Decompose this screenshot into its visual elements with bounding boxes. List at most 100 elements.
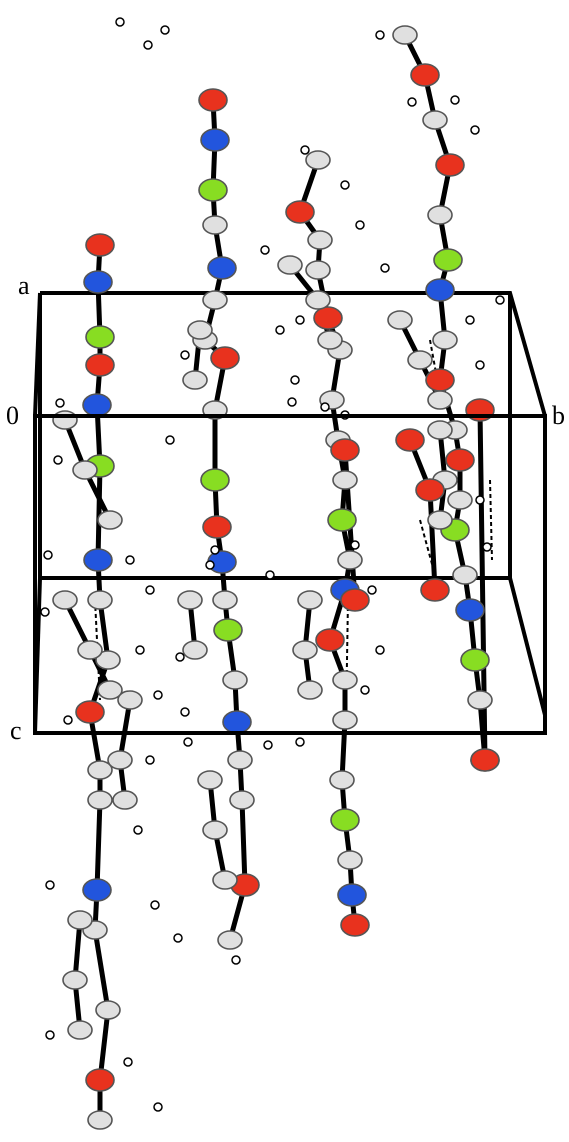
carbon-atom [422,110,448,130]
hydrogen-atom [355,220,365,230]
carbon-atom [87,790,113,810]
oxygen-atom [340,913,370,937]
chlorine-atom [213,618,243,642]
bond [339,717,348,783]
hydrogen-atom [275,325,285,335]
hydrogen-atom [43,550,53,560]
oxygen-atom [420,578,450,602]
carbon-atom [297,680,323,700]
carbon-atom [72,460,98,480]
carbon-atom [305,290,331,310]
hydrogen-atom [165,435,175,445]
hydrogen-atom [380,263,390,273]
oxygen-atom [210,346,240,370]
oxygen-atom [395,428,425,452]
carbon-atom [329,770,355,790]
molecule-layer [40,17,505,1130]
hydrogen-atom [145,755,155,765]
axis-label-c: c [10,716,22,745]
carbon-atom [447,490,473,510]
oxygen-atom [202,515,232,539]
chlorine-atom [327,508,357,532]
carbon-atom [202,215,228,235]
bond [72,917,83,983]
carbon-atom [332,670,358,690]
oxygen-atom [85,1068,115,1092]
hydrogen-atom [40,607,50,617]
chlorine-atom [330,808,360,832]
carbon-atom [95,1000,121,1020]
hydrogen-atom [55,398,65,408]
hydrogen-atom [183,737,193,747]
hydrogen-atom [360,685,370,695]
carbon-atom [212,870,238,890]
hydrogen-atom [231,955,241,965]
bond [117,697,133,763]
hydrogen-atom [180,350,190,360]
carbon-atom [117,690,143,710]
hydrogen-atom [135,645,145,655]
carbon-atom [337,850,363,870]
carbon-atom [182,370,208,390]
carbon-atom [202,820,228,840]
nitrogen-atom [425,278,455,302]
carbon-atom [217,930,243,950]
nitrogen-atom [82,393,112,417]
carbon-atom [467,690,493,710]
carbon-atom [332,710,358,730]
hydrogen-atom [145,585,155,595]
carbon-atom [97,510,123,530]
carbon-atom [67,910,93,930]
oxygen-atom [445,448,475,472]
carbon-atom [427,205,453,225]
nitrogen-atom [200,128,230,152]
hydrogen-atom [295,737,305,747]
carbon-atom [87,1110,113,1130]
oxygen-atom [410,63,440,87]
hydrogen-atom [340,180,350,190]
unit-cell-front-face [33,414,547,735]
hydrogen-atom [300,145,310,155]
hydrogen-atom [450,95,460,105]
carbon-atom [337,550,363,570]
oxygen-atom [415,478,445,502]
axis-label-origin: 0 [6,401,19,430]
oxygen-atom [435,153,465,177]
hydrogen-bond [419,519,436,576]
carbon-atom [305,150,331,170]
hydrogen-atom [482,542,492,552]
carbon-atom [112,790,138,810]
hydrogen-atom [143,40,153,50]
axis-label-a: a [18,271,30,300]
carbon-atom [177,590,203,610]
oxygen-atom [85,353,115,377]
carbon-atom [95,650,121,670]
hydrogen-atom [45,880,55,890]
carbon-atom [317,330,343,350]
hydrogen-atom [153,690,163,700]
carbon-atom [52,410,78,430]
oxygen-atom [470,748,500,772]
carbon-atom [432,330,458,350]
carbon-atom [222,670,248,690]
hydrogen-atom [295,315,305,325]
nitrogen-atom [83,548,113,572]
chlorine-atom [200,468,230,492]
oxygen-atom [285,200,315,224]
carbon-atom [87,760,113,780]
hydrogen-atom [123,1057,133,1067]
hydrogen-atom [153,1102,163,1112]
carbon-atom [292,640,318,660]
oxygen-atom [198,88,228,112]
nitrogen-atom [222,710,252,734]
oxygen-atom [313,306,343,330]
carbon-atom [407,350,433,370]
carbon-atom [182,640,208,660]
chlorine-atom [460,648,490,672]
chlorine-atom [198,178,228,202]
carbon-atom [77,640,103,660]
chlorine-atom [433,248,463,272]
bond [92,927,111,1013]
hydrogen-atom [475,360,485,370]
